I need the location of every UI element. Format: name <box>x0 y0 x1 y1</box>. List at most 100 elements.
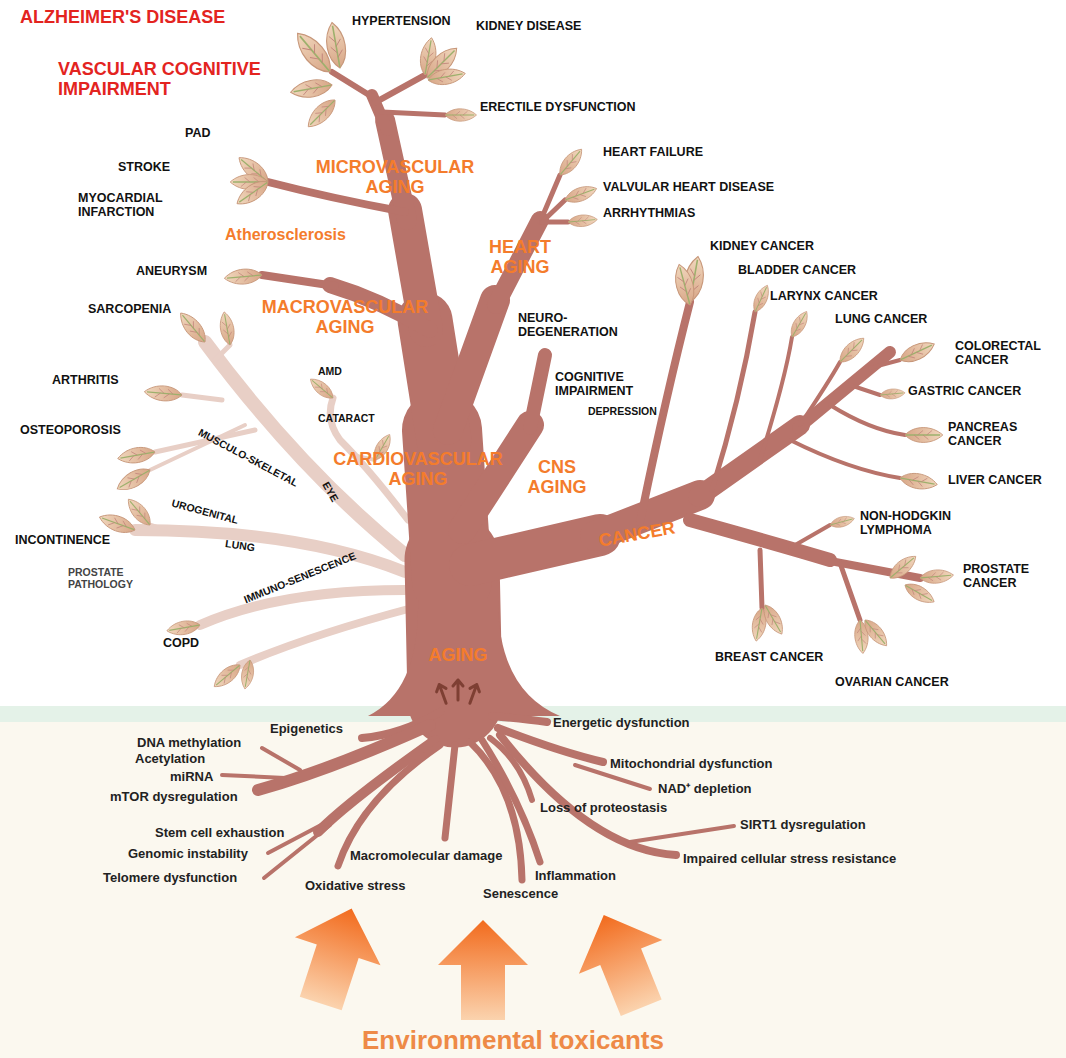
leaf <box>880 388 906 400</box>
disease-label: GASTRIC CANCER <box>908 385 1021 399</box>
mechanism-label: Impaired cellular stress resistance <box>683 852 896 866</box>
aging-category: HEART AGING <box>483 238 558 278</box>
mechanism-label: Stem cell exhaustion <box>155 826 284 840</box>
aging-category: AGING <box>428 646 487 666</box>
twig <box>332 72 374 98</box>
leaf <box>166 619 201 638</box>
big-arrow <box>562 898 683 1024</box>
twig <box>830 405 905 435</box>
disease-label: VALVULAR HEART DISEASE <box>603 181 774 195</box>
leaf <box>835 334 868 367</box>
leaf <box>919 568 954 584</box>
system-label: AMD <box>318 366 342 378</box>
leaf <box>116 445 156 466</box>
mechanism-label: Oxidative stress <box>305 879 405 893</box>
twig <box>150 525 165 530</box>
root <box>492 716 547 722</box>
mechanism-label: Inflammation <box>535 869 616 883</box>
disease-label: LARYNX CANCER <box>770 290 878 304</box>
leaf <box>750 283 773 315</box>
big-arrow <box>278 895 394 1018</box>
system-label: EYE <box>320 480 341 504</box>
twig <box>712 312 755 490</box>
leaves <box>97 21 954 692</box>
mechanism-label: SIRT1 dysregulation <box>740 818 866 832</box>
twig <box>215 345 230 360</box>
mechanism-label: Loss of proteostasis <box>540 801 667 815</box>
leaf <box>829 514 856 530</box>
disease-label: OVARIAN CANCER <box>835 676 949 690</box>
root <box>262 748 300 770</box>
leaf <box>210 660 244 692</box>
disease-label: OSTEOPOROSIS <box>20 424 121 438</box>
leaf <box>175 308 211 347</box>
disease-label: LIVER CANCER <box>948 474 1042 488</box>
leaf <box>787 309 812 340</box>
up-arrow <box>453 680 463 700</box>
disease-label: KIDNEY CANCER <box>710 240 814 254</box>
disease-heading: ALZHEIMER'S DISEASE <box>20 8 225 28</box>
mechanism-label: Energetic dysfunction <box>553 716 690 730</box>
leaf <box>899 471 939 492</box>
disease-label: PROSTATE PATHOLOGY <box>68 567 153 590</box>
disease-label: ERECTILE DYSFUNCTION <box>480 101 636 115</box>
disease-label: NON-HODGKIN LYMPHOMA <box>860 510 975 538</box>
mechanism-label: Macromolecular damage <box>350 849 502 863</box>
big-arrow <box>438 920 528 1020</box>
mechanism-label: Genomic instability <box>128 847 248 861</box>
leaf <box>144 384 183 402</box>
system-label: DEPRESSION <box>588 406 657 418</box>
twig <box>850 385 880 395</box>
aging-category: CNS AGING <box>520 458 595 498</box>
soil-ground <box>0 722 1066 1058</box>
trunk-base <box>368 600 560 716</box>
leaf <box>97 510 138 537</box>
small-arrows <box>435 680 482 705</box>
disease-label: SARCOPENIA <box>88 303 171 317</box>
twig <box>542 200 565 222</box>
root <box>338 745 440 866</box>
leaf <box>567 214 597 228</box>
disease-label: LUNG CANCER <box>835 313 927 327</box>
disease-label: STROKE <box>118 161 170 175</box>
disease-label: PANCREAS CANCER <box>948 421 1048 449</box>
leaf <box>427 66 467 87</box>
disease-label: HYPERTENSION <box>352 15 451 29</box>
twig <box>376 75 425 102</box>
leaf <box>114 464 154 496</box>
disease-heading: VASCULAR COGNITIVE IMPAIRMENT <box>58 60 308 100</box>
pale-branches <box>135 342 412 665</box>
twig <box>182 395 222 400</box>
aging-category: MICROVASCULAR AGING <box>303 158 488 198</box>
mechanism-label: Mitochondrial dysfunction <box>610 757 773 771</box>
tree-branches <box>262 72 920 700</box>
twig <box>760 337 792 460</box>
roots <box>222 712 734 880</box>
up-arrow <box>465 683 481 705</box>
disease-label: BLADDER CANCER <box>738 264 856 278</box>
leaf <box>671 262 698 307</box>
leaf <box>759 602 787 638</box>
twig <box>262 275 335 286</box>
branch <box>135 530 405 572</box>
toxicant-arrows <box>278 895 683 1025</box>
system-label: CATARACT <box>318 413 375 425</box>
leaf <box>218 311 237 346</box>
aging-category: Atherosclerosis <box>225 226 346 244</box>
disease-label: NEURO-DEGENERATION <box>518 312 638 340</box>
leaf <box>886 551 920 583</box>
disease-label: HEART FAILURE <box>603 146 703 160</box>
mechanism-label: DNA methylation <box>137 736 241 750</box>
twig <box>840 563 860 620</box>
branch <box>530 355 545 428</box>
leaf <box>289 77 333 101</box>
sky-ground <box>0 0 1066 706</box>
up-arrow <box>435 683 451 705</box>
twig <box>790 440 900 478</box>
root <box>445 745 455 838</box>
disease-label: COPD <box>163 637 199 651</box>
leaf <box>905 428 943 443</box>
mechanism-label: Senescence <box>483 887 558 901</box>
